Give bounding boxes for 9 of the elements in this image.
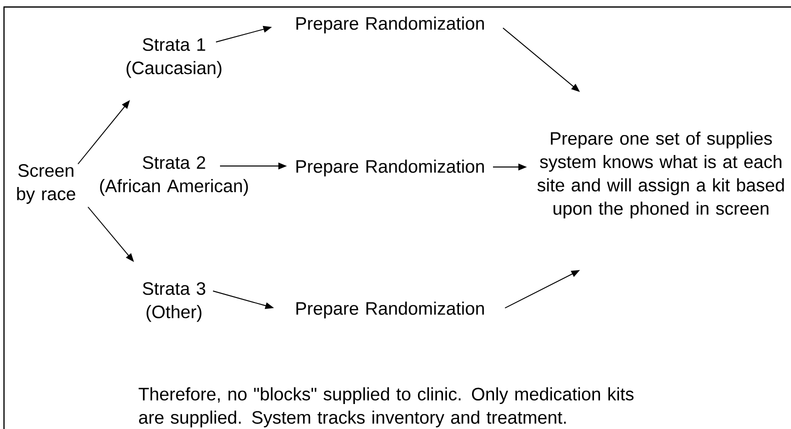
strata-text: Strata 2 (African American) [100,156,248,196]
process-text: Prepare Randomization [296,16,484,34]
strata-text: Strata 1 (Caucasian) [126,38,222,78]
strata-text: Strata 3 (Other) [142,282,206,322]
process-text: Prepare Randomization [296,302,484,318]
note-text: Therefore, no "blocks" supplied to clinic. Only medication kits are supplied. System tracks inventory and treatment. [138,387,634,428]
process-text: Screen by race [17,164,76,204]
outcome-text: Prepare one set of supplies system knows what is at each site and will assign a kit based upon the phoned in screen [537,132,784,218]
process-text: Prepare Randomization [296,160,484,176]
